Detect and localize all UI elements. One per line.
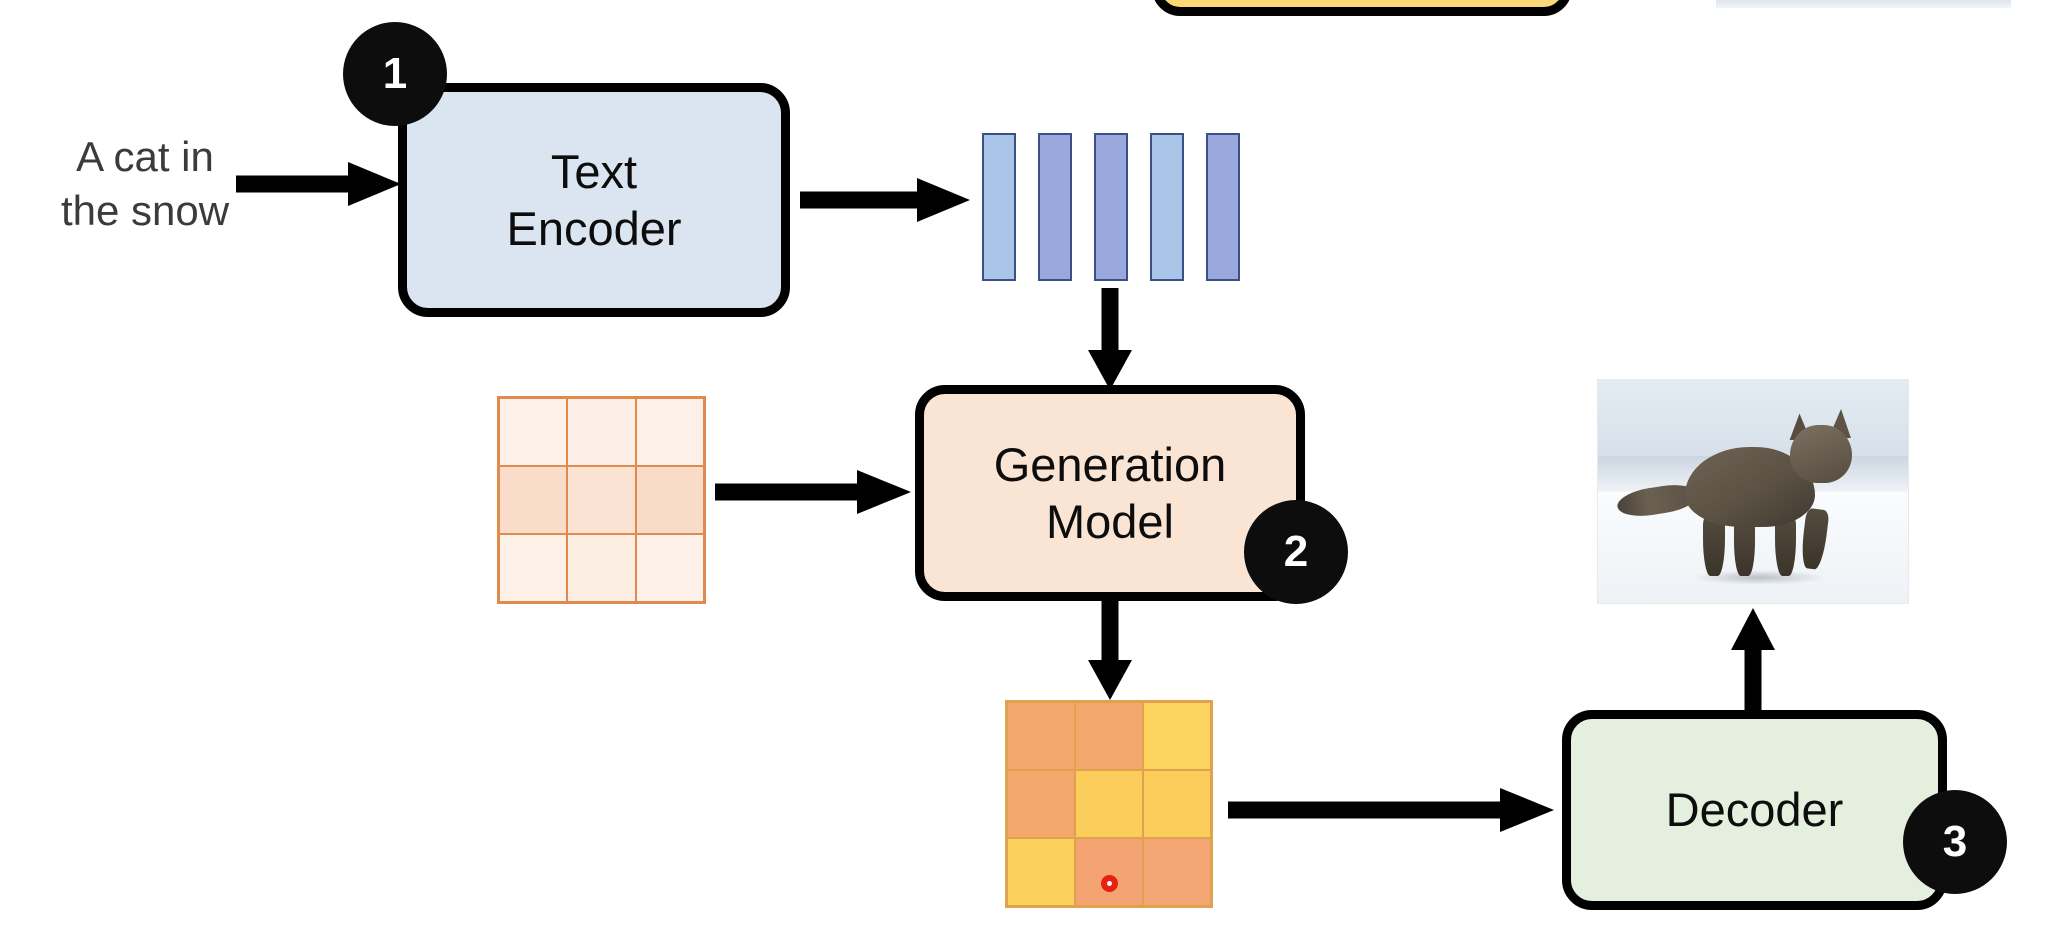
- grid-cell: [1143, 770, 1211, 838]
- grid-cell: [1075, 702, 1143, 770]
- arrow-decoder-to-image: [1731, 608, 1775, 710]
- token-bar: [1206, 133, 1240, 281]
- latent-marker-dot: [1100, 875, 1118, 893]
- grid-cell: [1075, 838, 1143, 906]
- box-decoder-label: Decoder: [1665, 783, 1844, 837]
- cat-leg: [1734, 518, 1755, 577]
- clipped-top-image: [1716, 0, 2011, 8]
- arrow-text-encoder-to-tokens: [800, 178, 970, 222]
- step-badge-1: 1: [343, 22, 447, 126]
- text-embedding-tokens: [982, 133, 1240, 281]
- grid-cell: [1007, 702, 1075, 770]
- box-text-encoder-line-2: Encoder: [506, 202, 682, 255]
- arrow-prompt-to-text-encoder: [236, 162, 401, 206]
- noise-latent-grid: [497, 396, 706, 604]
- prompt-line-2: the snow: [60, 186, 230, 234]
- grid-cell: [567, 398, 636, 466]
- arrow-noise-to-generation-model: [715, 470, 911, 514]
- box-text-encoder-line-1: Text: [550, 144, 638, 198]
- token-bar: [1150, 133, 1184, 281]
- grid-cell: [567, 534, 636, 602]
- box-text-encoder[interactable]: Text Encoder: [398, 83, 790, 317]
- grid-cell: [1007, 770, 1075, 838]
- step-badge-3-label: 3: [1942, 817, 1968, 866]
- step-badge-1-label: 1: [382, 49, 408, 98]
- box-decoder[interactable]: Decoder: [1562, 710, 1947, 910]
- grid-cell: [499, 398, 568, 466]
- step-badge-2-label: 2: [1283, 527, 1309, 576]
- arrow-tokens-to-generation-model: [1088, 288, 1132, 390]
- grid-cell: [499, 466, 568, 534]
- token-bar: [1038, 133, 1072, 281]
- step-badge-3: 3: [1903, 790, 2007, 894]
- grid-cell: [635, 534, 704, 602]
- step-badge-2: 2: [1244, 500, 1348, 604]
- arrow-latent-to-decoder: [1228, 788, 1554, 832]
- grid-cell: [1143, 838, 1211, 906]
- snow-background-upper: [1598, 380, 1908, 456]
- box-generation-model[interactable]: Generation Model: [915, 385, 1305, 601]
- prompt-line-1: A cat in: [76, 133, 214, 180]
- cat-leg: [1774, 513, 1797, 577]
- box-generation-model-line-2: Model: [1045, 495, 1174, 548]
- grid-cell: [1143, 702, 1211, 770]
- token-bar: [1094, 133, 1128, 281]
- generated-cat-photo: [1598, 380, 1908, 603]
- grid-cell: [635, 398, 704, 466]
- token-bar: [982, 133, 1016, 281]
- grid-cell: [1007, 838, 1075, 906]
- cat-head: [1790, 424, 1853, 483]
- clipped-yellow-box: [1152, 0, 1572, 16]
- generated-latent-grid: [1005, 700, 1213, 908]
- box-generation-model-line-1: Generation: [993, 437, 1227, 491]
- cat-leg: [1703, 513, 1726, 577]
- input-prompt: A cat in the snow: [20, 130, 270, 238]
- grid-cell: [567, 466, 636, 534]
- grid-cell: [1075, 770, 1143, 838]
- arrow-generation-model-to-latent: [1088, 600, 1132, 700]
- cat-shadow: [1691, 569, 1828, 586]
- grid-cell: [499, 534, 568, 602]
- grid-cell: [635, 466, 704, 534]
